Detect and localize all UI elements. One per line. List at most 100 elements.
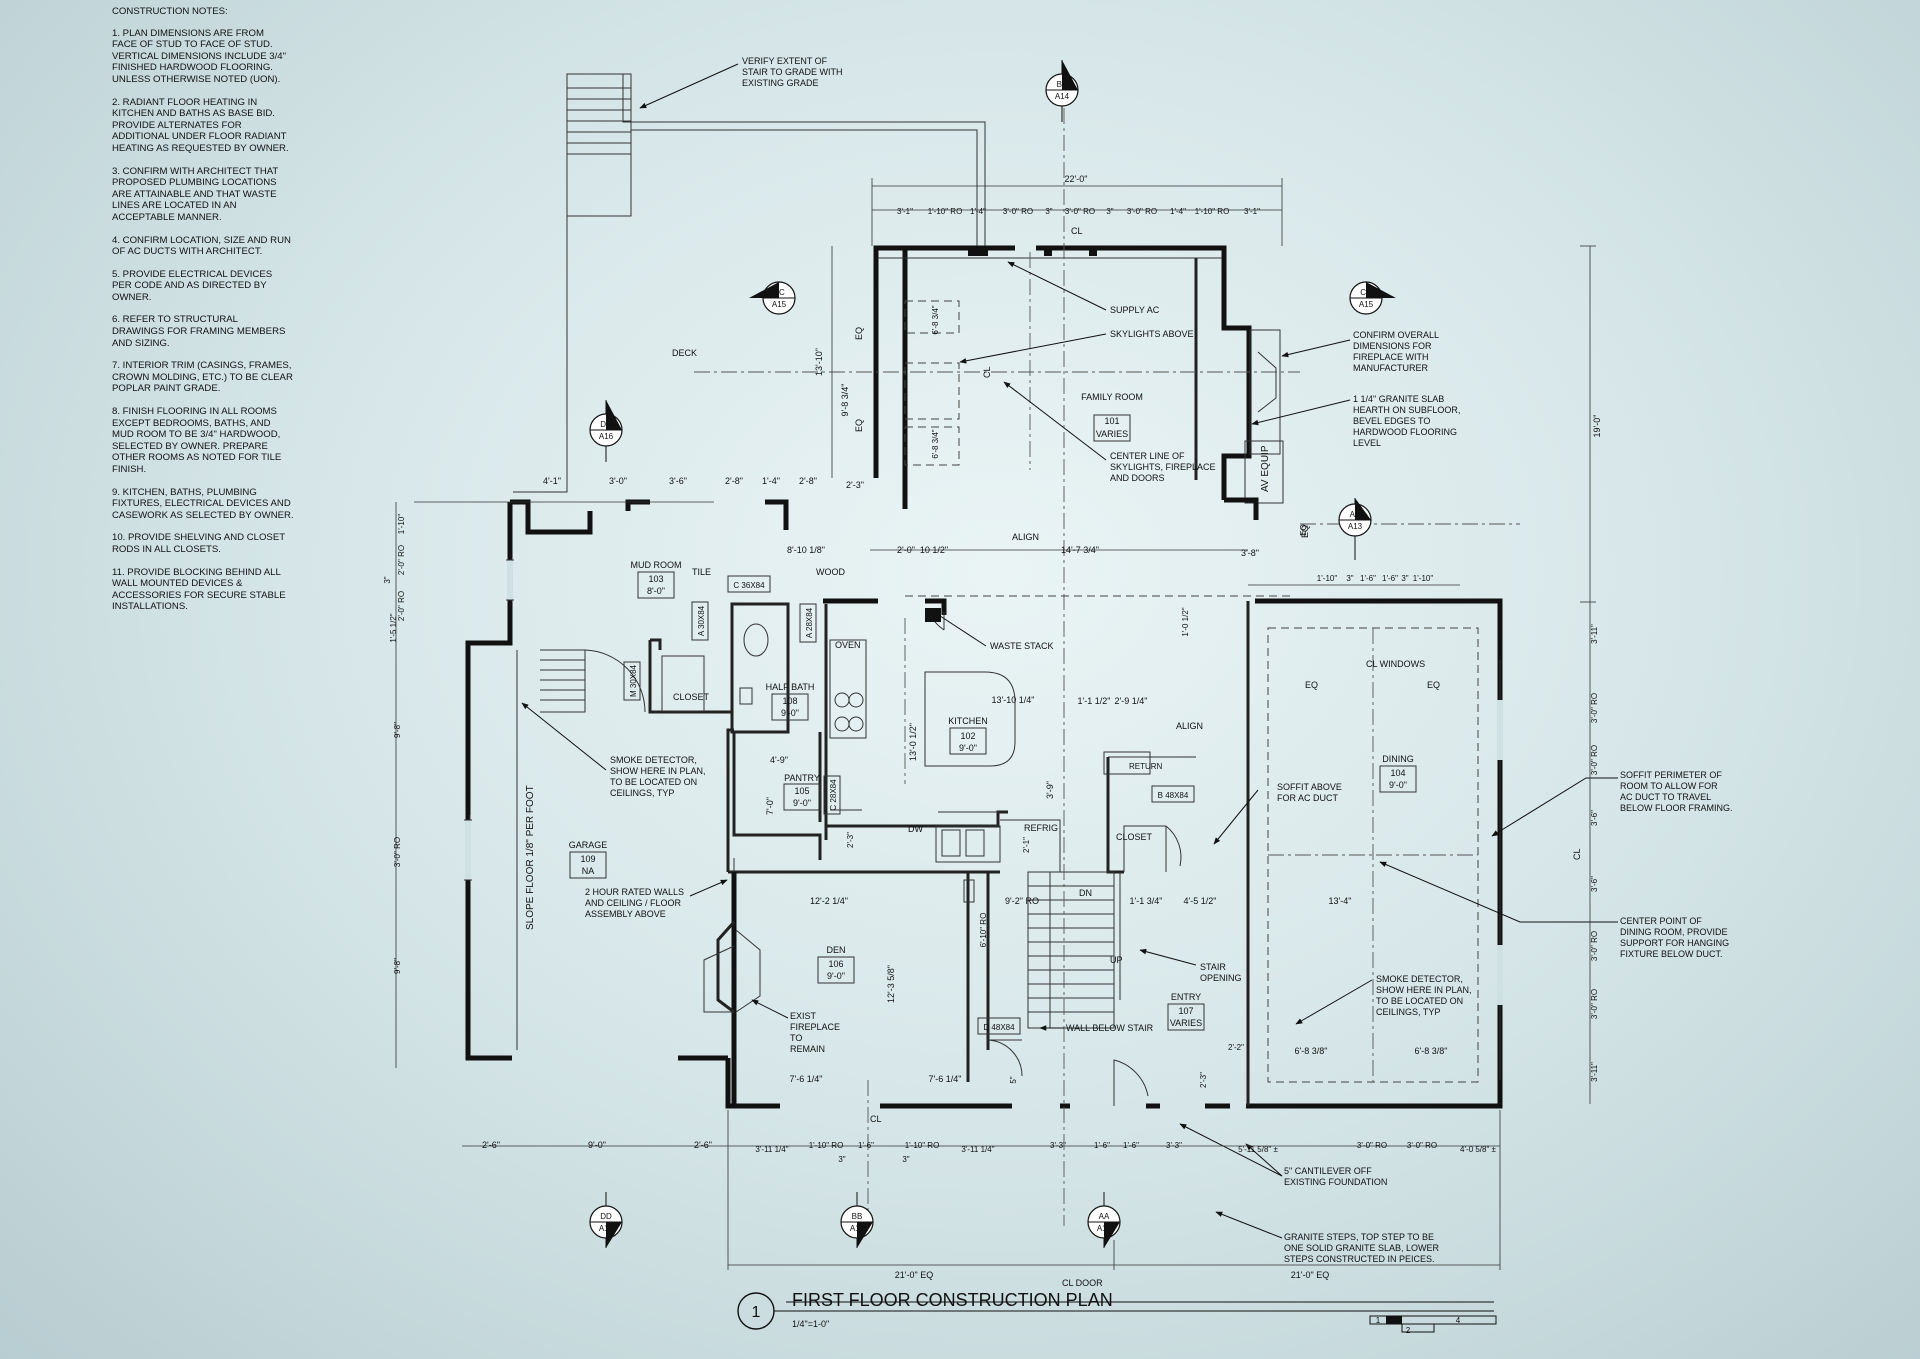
svg-text:3": 3" xyxy=(902,1155,909,1164)
svg-text:3'-8": 3'-8" xyxy=(1241,548,1259,558)
svg-text:3'-6": 3'-6" xyxy=(1590,810,1599,826)
svg-text:3'-9": 3'-9" xyxy=(1045,781,1055,799)
svg-text:MUD ROOM: MUD ROOM xyxy=(631,560,682,570)
svg-text:3'-0" RO: 3'-0" RO xyxy=(1590,693,1599,723)
section-marker-cc-right: CC A15 xyxy=(1349,281,1396,315)
section-marker-cc-left: CC A15 xyxy=(749,281,796,315)
svg-text:2'-3": 2'-3" xyxy=(846,480,864,490)
note-item: 9. KITCHEN, BATHS, PLUMBING FIXTURES, EL… xyxy=(112,486,294,521)
door-tags: C 36X84 A 30X84 A 28X84 M 30X84 C 28X84 … xyxy=(623,575,1195,1035)
note-item: 11. PROVIDE BLOCKING BEHIND ALL WALL MOU… xyxy=(112,566,286,613)
svg-text:1'-6": 1'-6" xyxy=(1094,1141,1110,1150)
svg-text:5'-11 5/8" ±: 5'-11 5/8" ± xyxy=(1238,1145,1278,1154)
section-marker-dd-left: DD A16 xyxy=(589,400,623,462)
svg-text:1'-4": 1'-4" xyxy=(762,476,780,486)
svg-text:3'-0" RO: 3'-0" RO xyxy=(1590,989,1599,1019)
dimension-texts: 22'-0" 3'-1" 1'-10" RO 1'-4" 3'-0" RO 3"… xyxy=(383,174,1602,1280)
drawing-title: FIRST FLOOR CONSTRUCTION PLAN xyxy=(792,1290,1113,1310)
svg-text:107: 107 xyxy=(1178,1006,1193,1016)
svg-text:3": 3" xyxy=(1346,574,1353,583)
svg-text:106: 106 xyxy=(828,959,843,969)
section-marker-bb-top: BB A14 xyxy=(1045,60,1079,122)
svg-text:A14: A14 xyxy=(1055,92,1070,101)
room-den: DEN 106 9'-0" xyxy=(817,945,855,984)
svg-text:2'-8": 2'-8" xyxy=(725,476,743,486)
svg-text:6'-8 3/8": 6'-8 3/8" xyxy=(1415,1046,1448,1056)
svg-text:13'-0 1/2": 13'-0 1/2" xyxy=(908,723,918,761)
callout-wall-below-stair: WALL BELOW STAIR xyxy=(1066,1023,1154,1033)
callout-smoke-left: SMOKE DETECTOR,SHOW HERE IN PLAN,TO BE L… xyxy=(610,755,706,798)
svg-text:CL: CL xyxy=(1071,226,1083,236)
svg-text:DD: DD xyxy=(600,420,612,429)
svg-text:CL: CL xyxy=(870,1114,882,1124)
label-up: UP xyxy=(1110,955,1123,965)
main-walls xyxy=(465,497,1503,1109)
svg-text:EQ: EQ xyxy=(854,327,864,340)
svg-text:1'-4": 1'-4" xyxy=(1170,207,1186,216)
label-cl-windows: CL WINDOWS xyxy=(1366,659,1425,669)
svg-text:1'-10": 1'-10" xyxy=(1413,574,1434,583)
label-av-equip: AV EQUIP xyxy=(1260,445,1271,492)
svg-text:13'-10": 13'-10" xyxy=(814,348,824,376)
svg-text:A13: A13 xyxy=(1097,1224,1112,1233)
svg-text:8'-0": 8'-0" xyxy=(647,586,665,596)
label-deck: DECK xyxy=(672,348,697,358)
svg-text:A14: A14 xyxy=(850,1224,865,1233)
room-mud: MUD ROOM 103 8'-0" xyxy=(631,560,682,599)
label-closet-hall: CLOSET xyxy=(1116,832,1153,842)
svg-text:ALIGN: ALIGN xyxy=(1176,721,1203,731)
svg-text:1'-6": 1'-6" xyxy=(1382,574,1398,583)
svg-text:3'-6": 3'-6" xyxy=(1590,876,1599,892)
svg-text:21'-0" EQ: 21'-0" EQ xyxy=(895,1270,933,1280)
svg-text:2'-6": 2'-6" xyxy=(482,1140,500,1150)
svg-text:A16: A16 xyxy=(599,1224,614,1233)
svg-text:2'-3": 2'-3" xyxy=(846,832,855,848)
svg-text:3'-0" RO: 3'-0" RO xyxy=(1003,207,1033,216)
section-marker-dd-bottom: DD A16 xyxy=(589,1192,623,1248)
svg-text:DINING: DINING xyxy=(1382,754,1414,764)
svg-text:2'-8": 2'-8" xyxy=(799,476,817,486)
svg-text:NA: NA xyxy=(582,866,595,876)
note-item: 7. INTERIOR TRIM (CASINGS, FRAMES, CROWN… xyxy=(112,360,293,395)
svg-text:EQ: EQ xyxy=(854,419,864,432)
svg-text:A 28X84: A 28X84 xyxy=(805,607,814,638)
svg-text:4'-9": 4'-9" xyxy=(770,755,788,765)
scale-bar: 1 2 4 xyxy=(1369,1315,1497,1335)
svg-text:CL: CL xyxy=(982,366,992,378)
construction-notes: CONSTRUCTION NOTES: 1. PLAN DIMENSIONS A… xyxy=(112,6,337,624)
svg-text:3": 3" xyxy=(383,576,392,583)
title-block: 1 FIRST FLOOR CONSTRUCTION PLAN 1/4"=1-0… xyxy=(737,1290,1497,1335)
svg-text:105: 105 xyxy=(794,786,809,796)
svg-text:3'-11": 3'-11" xyxy=(1590,1062,1599,1082)
svg-text:6'-10" RO: 6'-10" RO xyxy=(979,913,988,948)
svg-text:VARIES: VARIES xyxy=(1170,1018,1202,1028)
room-pantry: PANTRY 105 9'-0" xyxy=(783,773,821,811)
svg-text:3": 3" xyxy=(1106,207,1113,216)
svg-text:1'-6": 1'-6" xyxy=(1360,574,1376,583)
svg-text:9'-0": 9'-0" xyxy=(793,798,811,808)
dimension-lines xyxy=(395,178,1596,1270)
room-kitchen: KITCHEN 102 9'-0" xyxy=(948,716,988,755)
room-entry: ENTRY 107 VARIES xyxy=(1167,992,1205,1031)
svg-text:2'-2": 2'-2" xyxy=(1228,1043,1244,1052)
svg-text:EQ: EQ xyxy=(1427,680,1440,690)
note-item: 2. RADIANT FLOOR HEATING IN KITCHEN AND … xyxy=(112,96,289,154)
svg-text:BB: BB xyxy=(1057,80,1068,89)
svg-text:104: 104 xyxy=(1390,768,1405,778)
svg-text:9'-2" RO: 9'-2" RO xyxy=(1005,896,1039,906)
svg-text:9'-0": 9'-0" xyxy=(959,743,977,753)
svg-text:C 28X84: C 28X84 xyxy=(829,779,838,811)
svg-text:1'-10" RO: 1'-10" RO xyxy=(905,1141,940,1150)
svg-text:1'-6": 1'-6" xyxy=(1123,1141,1139,1150)
svg-text:3'-1": 3'-1" xyxy=(1244,207,1260,216)
note-item: 8. FINISH FLOORING IN ALL ROOMS EXCEPT B… xyxy=(112,406,282,475)
drawing-number: 1 xyxy=(752,1304,761,1321)
svg-text:7'-0": 7'-0" xyxy=(765,797,775,815)
av-equip-box xyxy=(1244,440,1284,504)
svg-text:KITCHEN: KITCHEN xyxy=(948,716,988,726)
